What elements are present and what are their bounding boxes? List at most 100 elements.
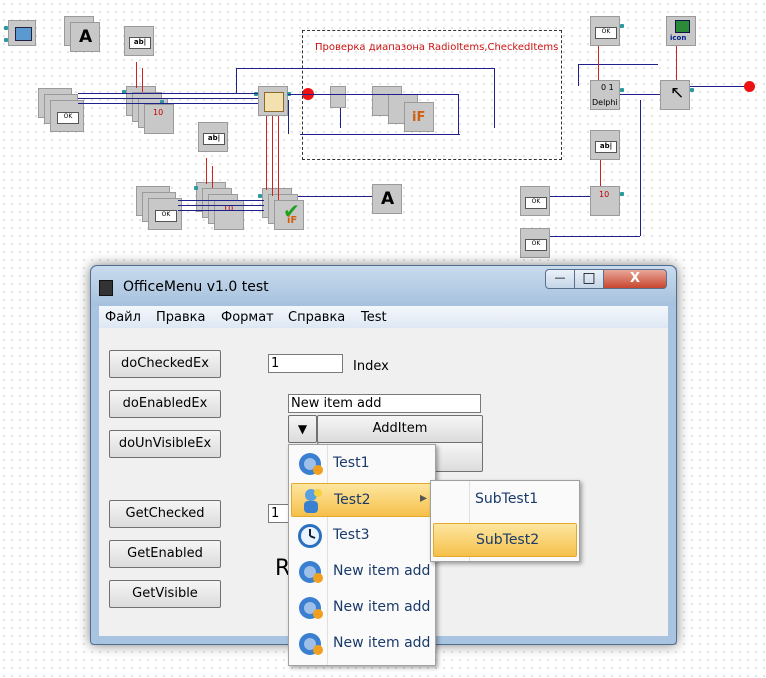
popup-item-test3[interactable]: Test3: [291, 519, 433, 553]
globe-gear-icon: [299, 453, 323, 475]
form-component[interactable]: [8, 20, 36, 46]
label-a-icon: A: [381, 189, 395, 209]
menu-edit[interactable]: Правка: [156, 310, 206, 325]
pin: [4, 38, 8, 42]
edit-icon: ab|: [129, 37, 151, 49]
wire: [236, 68, 237, 93]
wire: [550, 236, 640, 237]
wire: [458, 94, 459, 134]
wire: [288, 100, 289, 134]
delphi-label: Delphi: [592, 98, 618, 107]
checked-if-component[interactable]: ✔ iF: [274, 199, 304, 230]
add-item-button[interactable]: AddItem: [317, 415, 483, 443]
test-region-frame: [302, 30, 562, 160]
wire: [340, 108, 341, 128]
do-unvisible-ex-button[interactable]: doUnVisibleEx: [109, 430, 221, 458]
delphi-number: 0 1: [601, 83, 614, 92]
index-input[interactable]: 1: [268, 354, 343, 373]
if-icon: iF: [412, 110, 426, 125]
new-item-input[interactable]: New item add: [288, 394, 481, 413]
globe-gear-icon: [299, 633, 323, 655]
submenu-item-subtest2[interactable]: SubTest2: [433, 523, 577, 557]
menu-test[interactable]: Test: [361, 310, 387, 325]
check-mark-icon: ✔: [283, 199, 300, 223]
window-icon: [15, 27, 32, 41]
wire: [236, 68, 494, 69]
menu-component[interactable]: [258, 86, 288, 116]
popup-item-test2[interactable]: Test2 ▸: [291, 483, 433, 517]
red-wire: [266, 116, 267, 190]
icon-component[interactable]: icon: [666, 16, 696, 46]
hub-point-icon[interactable]: [744, 81, 755, 92]
wire: [78, 93, 258, 94]
converter-icon: 10: [153, 108, 164, 117]
do-checked-ex-button[interactable]: doCheckedEx: [109, 350, 221, 378]
popup-item-new3[interactable]: New item add: [291, 627, 433, 661]
cursor-component[interactable]: ↖: [660, 80, 690, 110]
submenu-item-subtest1[interactable]: SubTest1: [475, 491, 539, 507]
pin: [194, 186, 198, 190]
menu-help[interactable]: Справка: [288, 310, 346, 325]
wire: [300, 134, 460, 135]
user-icon: [304, 489, 322, 513]
pin: [254, 92, 258, 96]
button-component[interactable]: OK: [520, 186, 550, 216]
do-enabled-ex-button[interactable]: doEnabledEx: [109, 390, 221, 418]
label-component[interactable]: A: [372, 184, 402, 214]
index-component[interactable]: [330, 86, 346, 108]
wire: [78, 98, 258, 99]
pin: [620, 88, 624, 92]
close-button[interactable]: X: [603, 269, 667, 289]
pin: [160, 100, 164, 104]
popup-item-test1[interactable]: Test1: [291, 447, 433, 481]
pin: [258, 194, 262, 198]
icon-column-separator: [469, 481, 470, 561]
menu-file[interactable]: Файл: [105, 310, 141, 325]
globe-gear-icon: [299, 597, 323, 619]
dropdown-button[interactable]: ▼: [288, 415, 317, 443]
edit-component[interactable]: ab|: [198, 122, 228, 152]
edit-component[interactable]: ab|: [590, 130, 620, 160]
converter-component[interactable]: 10: [590, 186, 620, 216]
pin: [690, 88, 694, 92]
submenu-arrow-icon: ▸: [420, 490, 428, 506]
cursor-arrow-icon: ↖: [670, 83, 685, 103]
ok-button-icon: OK: [155, 210, 177, 222]
maximize-button[interactable]: □: [574, 269, 604, 289]
wire: [298, 196, 372, 197]
wire: [78, 103, 258, 104]
ok-button-icon: OK: [525, 239, 547, 251]
wire: [178, 200, 264, 201]
popup-item-new2[interactable]: New item add: [291, 591, 433, 625]
edit-component[interactable]: ab|: [124, 26, 154, 56]
if-icon: iF: [287, 215, 298, 226]
ok-button-icon: OK: [525, 197, 547, 209]
converter-icon: 10: [599, 190, 610, 199]
if-component[interactable]: iF: [404, 102, 434, 132]
title-bar[interactable]: OfficeMenu v1.0 test — □ X: [91, 266, 676, 306]
app-icon: [99, 280, 113, 296]
button-component[interactable]: OK: [590, 16, 620, 46]
get-checked-button[interactable]: GetChecked: [109, 500, 221, 528]
red-wire: [272, 116, 273, 196]
red-wire: [206, 158, 207, 184]
label-a-icon: A: [79, 27, 93, 47]
edit-icon: ab|: [203, 133, 225, 145]
icon-label: icon: [670, 34, 687, 42]
button-component[interactable]: OK: [148, 198, 182, 230]
converter-component[interactable]: 10: [144, 104, 174, 134]
delphi-component[interactable]: 0 1 Delphi: [590, 80, 620, 110]
minimize-button[interactable]: —: [545, 269, 575, 289]
get-visible-button[interactable]: GetVisible: [109, 580, 221, 608]
button-component[interactable]: OK: [520, 228, 550, 258]
menu-format[interactable]: Формат: [221, 310, 274, 325]
wire: [640, 100, 641, 236]
red-wire: [142, 68, 143, 92]
label-component[interactable]: A: [70, 22, 100, 52]
ok-button-icon: OK: [57, 112, 79, 124]
second-index-input[interactable]: 1: [268, 504, 290, 523]
wire: [578, 64, 658, 65]
popup-item-new1[interactable]: New item add: [291, 555, 433, 589]
get-enabled-button[interactable]: GetEnabled: [109, 540, 221, 568]
button-component[interactable]: OK: [50, 100, 84, 132]
